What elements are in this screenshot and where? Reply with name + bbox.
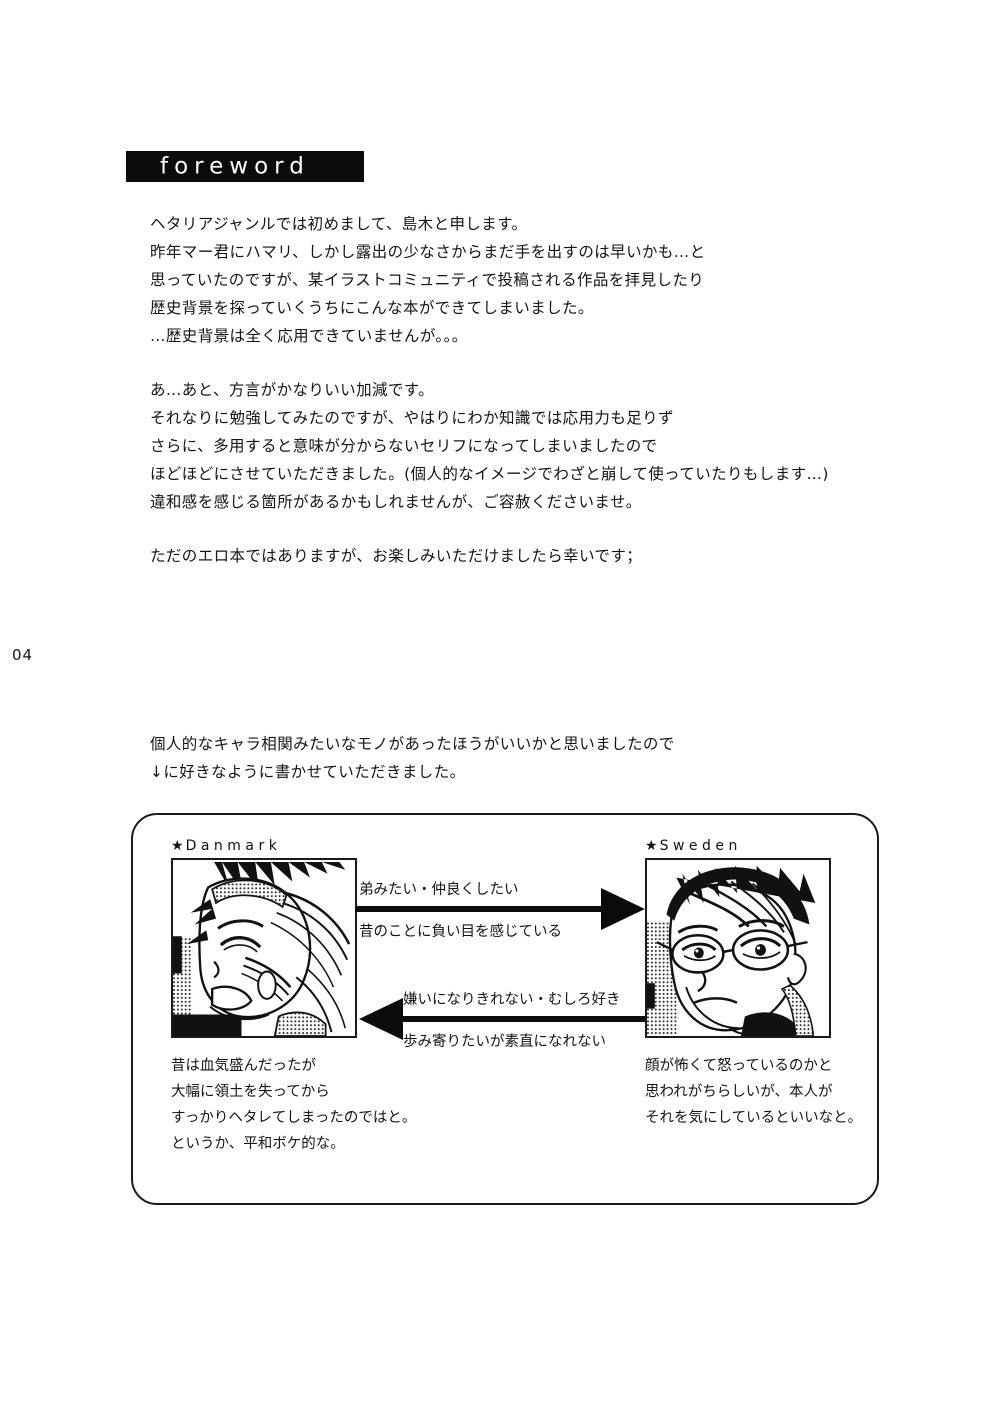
diagram-intro-line: ↓に好きなように書かせていただきました。 <box>150 763 466 781</box>
crying-spiky-hair-portrait-icon <box>173 860 355 1036</box>
foreword-body: ヘタリアジャンルでは初めまして、島木と申します。 昨年マー君にハマリ、しかし露出… <box>150 210 910 570</box>
caption-line: というか、平和ボケ的な。 <box>171 1136 345 1152</box>
arrow-label-below: 昔のことに負い目を感じている <box>359 924 562 940</box>
arrow-shaft <box>393 1016 645 1022</box>
caption-line: それを気にしているといいなと。 <box>645 1110 863 1126</box>
body-line: さらに、多用すると意味が分からないセリフになってしまいましたので <box>150 437 658 455</box>
caption-danmark: 昔は血気盛んだったが 大幅に領土を失ってから すっかりヘタレてしまったのではと。… <box>171 1053 416 1157</box>
body-line: …歴史背景は全く応用できていませんが。。。 <box>150 327 468 345</box>
character-name: Sweden <box>659 838 742 854</box>
body-line: 歴史背景を探っていくうちにこんな本ができてしまいました。 <box>150 299 594 317</box>
paragraph-2: あ…あと、方言がかなりいい加減です。 それなりに勉強してみたのですが、やはりにわ… <box>150 376 910 516</box>
body-line: 昨年マー君にハマリ、しかし露出の少なさからまだ手を出すのは早いかも…と <box>150 243 706 261</box>
body-line: あ…あと、方言がかなりいい加減です。 <box>150 381 435 399</box>
body-line: ヘタリアジャンルでは初めまして、島木と申します。 <box>150 215 528 233</box>
arrow-danmark-to-sweden: 弟みたい・仲良くしたい 昔のことに負い目を感じている <box>355 863 645 955</box>
caption-line: 顔が怖くて怒っているのかと <box>645 1058 833 1074</box>
paragraph-1: ヘタリアジャンルでは初めまして、島木と申します。 昨年マー君にハマリ、しかし露出… <box>150 210 910 350</box>
arrow-label-above: 嫌いになりきれない・むしろ好き <box>403 992 621 1008</box>
stern-glasses-portrait-icon <box>647 860 829 1036</box>
body-line: ただのエロ本ではありますが、お楽しみいただけましたら幸いです； <box>150 547 643 565</box>
caption-sweden: 顔が怖くて怒っているのかと 思われがちらしいが、本人が それを気にしているといい… <box>645 1053 862 1131</box>
character-relationship-diagram: ★Danmark <box>131 813 879 1205</box>
arrow-label-above: 弟みたい・仲良くしたい <box>359 882 519 898</box>
body-line: ほどほどにさせていただきました。(個人的なイメージでわざと崩して使っていたりもし… <box>150 465 829 483</box>
paragraph-3: ただのエロ本ではありますが、お楽しみいただけましたら幸いです； <box>150 542 910 570</box>
diagram-intro-text: 個人的なキャラ相関みたいなモノがあったほうがいいかと思いましたので ↓に好きなよ… <box>150 730 890 786</box>
caption-line: 大幅に領土を失ってから <box>171 1084 330 1100</box>
diagram-intro-line: 個人的なキャラ相関みたいなモノがあったほうがいいかと思いましたので <box>150 735 675 753</box>
page-number: 04 <box>12 646 34 664</box>
star-icon: ★ <box>645 838 660 854</box>
portrait-frame-danmark <box>171 858 357 1038</box>
portrait-frame-sweden <box>645 858 831 1038</box>
caption-line: 昔は血気盛んだったが <box>171 1058 316 1074</box>
character-title-danmark: ★Danmark <box>171 839 357 853</box>
arrow-head-right-icon <box>601 888 645 930</box>
arrow-shaft <box>355 906 607 912</box>
caption-line: 思われがちらしいが、本人が <box>645 1084 833 1100</box>
body-line: それなりに勉強してみたのですが、やはりにわか知識では応用力も足りず <box>150 409 674 427</box>
arrow-sweden-to-danmark: 嫌いになりきれない・むしろ好き 歩み寄りたいが素直になれない <box>359 973 645 1065</box>
arrow-head-left-icon <box>359 998 403 1040</box>
arrow-label-below: 歩み寄りたいが素直になれない <box>403 1034 606 1050</box>
body-line: 違和感を感じる箇所があるかもしれませんが、ご容赦くださいませ。 <box>150 493 642 511</box>
character-title-sweden: ★Sweden <box>645 839 831 853</box>
foreword-title: foreword <box>160 153 310 179</box>
caption-line: すっかりヘタレてしまったのではと。 <box>171 1110 417 1126</box>
character-block-sweden: ★Sweden <box>645 839 831 1038</box>
character-block-danmark: ★Danmark <box>171 839 357 1038</box>
character-name: Danmark <box>185 838 282 854</box>
body-line: 思っていたのですが、某イラストコミュニティで投稿される作品を拝見したり <box>150 271 705 289</box>
foreword-banner: foreword <box>126 151 364 182</box>
star-icon: ★ <box>171 838 186 854</box>
